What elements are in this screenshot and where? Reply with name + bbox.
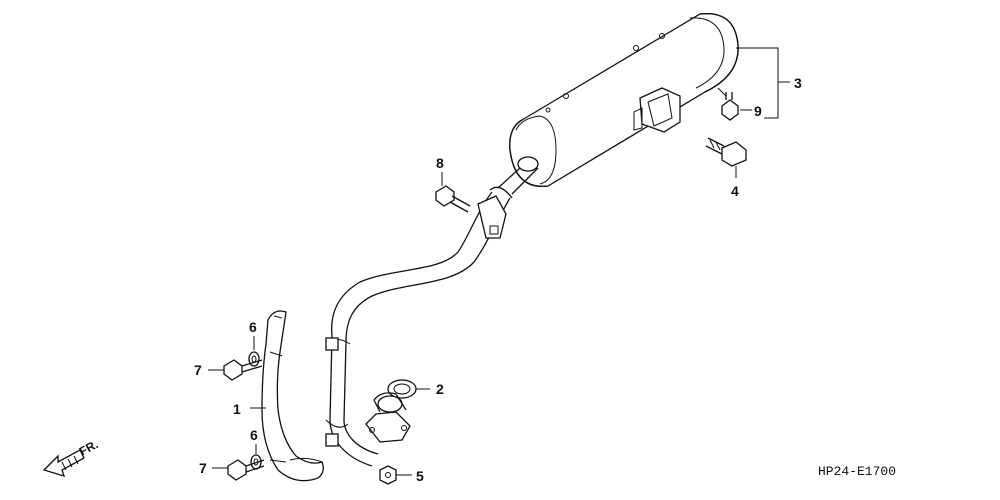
- gasket: [387, 379, 417, 399]
- callout-labels: 1 2 3 4 5 6 6 7 7 8 9: [194, 75, 802, 484]
- front-arrow-icon: [42, 449, 85, 477]
- bolt-9: [721, 92, 739, 121]
- bolt-8: [435, 185, 471, 213]
- callout-7-upper: 7: [194, 362, 202, 378]
- leader-lines: [208, 47, 790, 476]
- muffler-inlet: [497, 156, 539, 195]
- nut-5: [379, 465, 397, 485]
- callout-1: 1: [233, 401, 241, 417]
- callout-4: 4: [731, 183, 739, 199]
- callout-6-upper: 6: [249, 319, 257, 335]
- callout-6-lower: 6: [250, 427, 258, 443]
- heat-protector: [261, 310, 324, 482]
- bolt-7-lower: [227, 459, 265, 481]
- callout-2: 2: [436, 381, 444, 397]
- muffler: [509, 12, 739, 187]
- muffler-bracket: [633, 87, 681, 133]
- callout-3: 3: [794, 75, 802, 91]
- front-direction-indicator: FR.: [42, 437, 100, 477]
- callout-7-lower: 7: [199, 460, 207, 476]
- exhaust-pipe: [325, 186, 513, 467]
- callout-5: 5: [416, 468, 424, 484]
- flange-bolt-4: [705, 137, 747, 167]
- drawing-code: HP24-E1700: [818, 464, 896, 479]
- callout-9: 9: [754, 103, 762, 119]
- callout-8: 8: [436, 155, 444, 171]
- bolt-7-upper: [223, 359, 263, 381]
